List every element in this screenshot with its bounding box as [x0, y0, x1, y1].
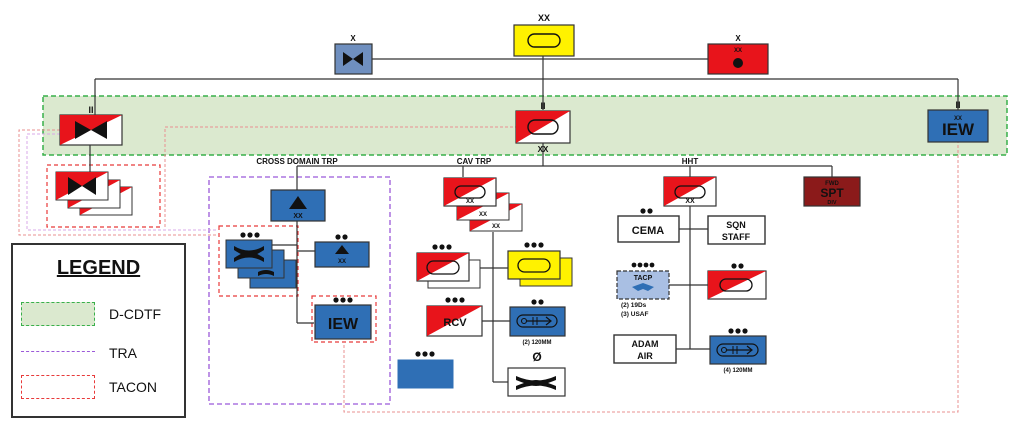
adam-line2: AIR: [637, 351, 653, 361]
tra-swatch: [21, 351, 95, 353]
tacp-cell[interactable]: TACP (2) 19Ds (3) USAF: [616, 262, 670, 318]
spt-label: SPT: [820, 186, 844, 200]
tra-boundary: [208, 176, 391, 405]
engineer-battalion[interactable]: II: [59, 105, 123, 146]
cema-cell[interactable]: CEMA: [617, 208, 680, 243]
dcdtf-swatch: [21, 302, 95, 326]
engineer-companies[interactable]: [55, 171, 133, 216]
rcv-size: [445, 297, 465, 303]
fwd-support-company[interactable]: FWD SPT DIV: [803, 176, 861, 207]
cav-null-element[interactable]: Ø: [507, 350, 566, 397]
division-echelon: XX: [538, 13, 550, 23]
mortar-section-cav[interactable]: (2) 120MM: [509, 299, 566, 346]
squadron-sub-echelon: XX: [538, 145, 549, 154]
cav-troop-echelon-2: XX: [479, 212, 487, 218]
tacon-route-iew: [343, 140, 959, 413]
tacon-boundary-bde: [46, 164, 161, 228]
cross-domain-trp-label: CROSS DOMAIN TRP: [256, 157, 338, 166]
legend-item-dcdtf: D-CDTF: [21, 302, 181, 328]
tacon-route-bde: [18, 129, 218, 236]
cav-scout-size: [432, 244, 452, 250]
cross-domain-troop-hq[interactable]: XX: [270, 189, 326, 222]
hht-red-size: [731, 263, 744, 269]
cav-troop-echelon-3: XX: [492, 224, 500, 230]
cav-scout-platoons-yellow[interactable]: [507, 242, 573, 287]
sqn-staff-line1: SQN: [726, 220, 746, 230]
cav-blue-size: [415, 351, 435, 357]
cav-scout-platoons-red[interactable]: [416, 244, 481, 289]
mortar-hht-size: [728, 328, 748, 334]
squadron-echelon: II: [540, 101, 545, 111]
div-label: DIV: [827, 200, 837, 206]
hht-echelon: XX: [685, 198, 695, 205]
iew-company[interactable]: IEW: [314, 297, 372, 340]
tacon-boundary-cross-domain: [218, 225, 299, 297]
legend-item-tra: TRA: [21, 341, 181, 367]
brigade-artillery[interactable]: X XX: [707, 34, 769, 75]
cross-domain-companies-size: [240, 232, 260, 238]
engineer-battalion-echelon: II: [88, 105, 93, 115]
usaf-wings-icon: [632, 283, 654, 291]
adam-line1: ADAM: [632, 339, 659, 349]
legend-label-tra: TRA: [109, 345, 137, 361]
mortar-section-hht[interactable]: (4) 120MM: [709, 328, 767, 374]
cross-domain-companies[interactable]: [225, 232, 297, 289]
iew-company-size: [333, 297, 353, 303]
cav-yellow-size: [524, 242, 544, 248]
rcv-label: RCV: [443, 317, 467, 329]
fwd-label: FWD: [825, 181, 839, 187]
cav-blue-platoon[interactable]: [397, 351, 454, 389]
iew-battalion-echelon: II: [955, 100, 960, 110]
legend-item-tacon: TACON: [21, 375, 181, 401]
connectors: [89, 56, 959, 383]
section-size: [335, 234, 348, 240]
cav-troop-platoons[interactable]: XX XX XX: [443, 177, 523, 232]
legend: LEGEND D-CDTF TRA TACON: [11, 243, 186, 418]
mortar-cav-label: (2) 120MM: [522, 340, 551, 346]
mortar-hht-label: (4) 120MM: [723, 368, 752, 374]
tacp-note-2: (3) USAF: [621, 311, 648, 318]
artillery-echelon: X: [735, 34, 741, 43]
legend-label-tacon: TACON: [109, 379, 157, 395]
hht-label: HHT: [682, 157, 699, 166]
brigade-echelon: X: [350, 34, 356, 43]
cav-trp-label: CAV TRP: [457, 157, 492, 166]
null-symbol: Ø: [532, 350, 541, 364]
tacon-route-bde-2: [26, 133, 218, 231]
hht-red-section[interactable]: [707, 263, 767, 300]
tacp-label: TACP: [634, 275, 653, 282]
rcv-platoon[interactable]: RCV: [426, 297, 483, 337]
cema-label: CEMA: [632, 225, 664, 237]
cema-size: [640, 208, 653, 214]
cross-domain-section[interactable]: XX: [314, 234, 370, 268]
legend-label-dcdtf: D-CDTF: [109, 306, 162, 322]
cross-domain-echelon: XX: [293, 213, 303, 220]
tacp-note-1: (2) 19Ds: [621, 302, 647, 309]
cav-troop-echelon-1: XX: [466, 199, 474, 205]
iew-company-label: IEW: [328, 316, 359, 333]
section-echelon: XX: [338, 259, 346, 265]
brigade-engineer[interactable]: X: [334, 34, 373, 75]
sqn-staff-cell[interactable]: SQN STAFF: [707, 215, 766, 245]
legend-title: LEGEND: [56, 257, 141, 279]
squadron-hq[interactable]: II XX: [515, 101, 571, 154]
tacon-swatch: [21, 375, 95, 399]
adam-air-cell[interactable]: ADAM AIR: [613, 334, 677, 364]
sqn-staff-line2: STAFF: [722, 232, 751, 242]
tacon-route-squadron: [164, 126, 518, 228]
iew-battalion-label: IEW: [942, 120, 975, 139]
tacp-size: [631, 262, 655, 268]
mortar-cav-size: [531, 299, 544, 305]
hht-hq[interactable]: XX: [663, 176, 717, 207]
iew-battalion[interactable]: IEW II XX: [927, 100, 989, 143]
artillery-sub-echelon: XX: [734, 48, 742, 54]
iew-battalion-sub: XX: [954, 116, 962, 122]
division-hq[interactable]: XX: [513, 13, 575, 57]
